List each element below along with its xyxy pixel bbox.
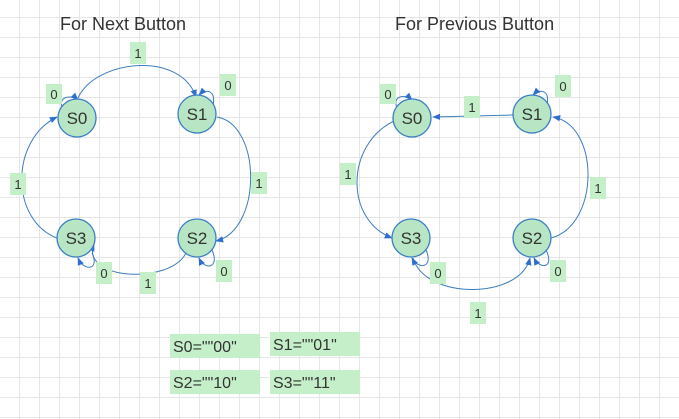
svg-text:1: 1 xyxy=(134,46,141,61)
svg-text:0: 0 xyxy=(220,264,227,279)
prev-edge-s3-s2 xyxy=(412,257,532,290)
prev-label-s1-self: 0 xyxy=(555,75,571,97)
prev-node-s2: S2 xyxy=(512,218,552,258)
prev-node-s3: S3 xyxy=(391,218,431,258)
prev-edge-s3-self xyxy=(411,249,429,266)
next-label-s1-self: 0 xyxy=(220,74,236,96)
prev-edge-s2-s1 xyxy=(550,115,589,239)
next-label-s1-s2: 1 xyxy=(251,172,267,194)
prev-label-s3-self: 0 xyxy=(430,262,446,284)
prev-label-s0-s3: 1 xyxy=(340,163,356,185)
svg-text:S0=""00": S0=""00" xyxy=(173,339,237,356)
next-label-s0-self: 0 xyxy=(46,84,62,104)
prev-label-s2-s1: 1 xyxy=(590,177,606,199)
next-node-s2-label: S2 xyxy=(187,229,208,248)
svg-text:S2=""10": S2=""10" xyxy=(173,375,237,392)
svg-text:1: 1 xyxy=(344,167,351,182)
next-node-s1: S1 xyxy=(177,94,217,134)
prev-node-s1: S1 xyxy=(512,94,552,134)
svg-text:0: 0 xyxy=(50,87,57,102)
next-label-s0-s1: 1 xyxy=(130,42,146,64)
svg-text:0: 0 xyxy=(384,87,391,102)
prev-label-s3-s2: 1 xyxy=(470,302,486,324)
next-node-s3: S3 xyxy=(56,218,96,258)
next-label-s3-s0: 1 xyxy=(10,173,26,195)
prev-node-s0-label: S0 xyxy=(402,109,423,128)
svg-text:S1=""01": S1=""01" xyxy=(273,337,337,354)
svg-text:S3=""11": S3=""11" xyxy=(273,375,336,392)
next-label-s2-s3: 1 xyxy=(140,272,156,294)
next-diagram-title: For Next Button xyxy=(60,14,186,34)
previous-diagram-title: For Previous Button xyxy=(395,14,554,34)
svg-text:1: 1 xyxy=(594,181,601,196)
next-node-s3-label: S3 xyxy=(66,229,87,248)
prev-edge-s2-self xyxy=(533,249,550,266)
next-edge-s3-self xyxy=(77,252,95,268)
prev-label-s2-self: 0 xyxy=(550,260,566,282)
svg-text:1: 1 xyxy=(468,100,475,115)
svg-text:0: 0 xyxy=(100,266,107,281)
next-node-s0-label: S0 xyxy=(67,109,88,128)
svg-text:1: 1 xyxy=(14,177,21,192)
encoding-s1: S1=""01" xyxy=(270,332,360,356)
svg-text:0: 0 xyxy=(554,264,561,279)
next-edge-s3-s0 xyxy=(21,116,58,239)
next-label-s2-self: 0 xyxy=(216,260,232,282)
svg-text:1: 1 xyxy=(144,276,151,291)
prev-label-s0-self: 0 xyxy=(380,84,396,104)
encoding-s2: S2=""10" xyxy=(170,370,260,394)
prev-node-s2-label: S2 xyxy=(522,229,543,248)
svg-text:0: 0 xyxy=(434,266,441,281)
encoding-s0: S0=""00" xyxy=(170,334,260,358)
next-label-s3-self: 0 xyxy=(96,262,112,284)
previous-diagram-edges xyxy=(356,87,589,290)
svg-text:1: 1 xyxy=(474,306,481,321)
encoding-s3: S3=""11" xyxy=(270,370,360,394)
prev-label-s1-s0: 1 xyxy=(464,96,480,118)
prev-node-s0: S0 xyxy=(392,98,432,138)
next-edge-s1-s2 xyxy=(215,116,251,243)
next-node-s0: S0 xyxy=(57,98,97,138)
svg-text:0: 0 xyxy=(224,78,231,93)
next-node-s2: S2 xyxy=(177,218,217,258)
prev-edge-s0-s3 xyxy=(356,120,395,239)
prev-node-s1-label: S1 xyxy=(522,105,543,124)
next-edge-s2-self xyxy=(198,249,215,267)
prev-node-s3-label: S3 xyxy=(401,229,422,248)
next-node-s1-label: S1 xyxy=(187,105,208,124)
svg-text:0: 0 xyxy=(559,79,566,94)
svg-text:1: 1 xyxy=(255,176,262,191)
next-edge-s0-s1 xyxy=(77,65,197,99)
